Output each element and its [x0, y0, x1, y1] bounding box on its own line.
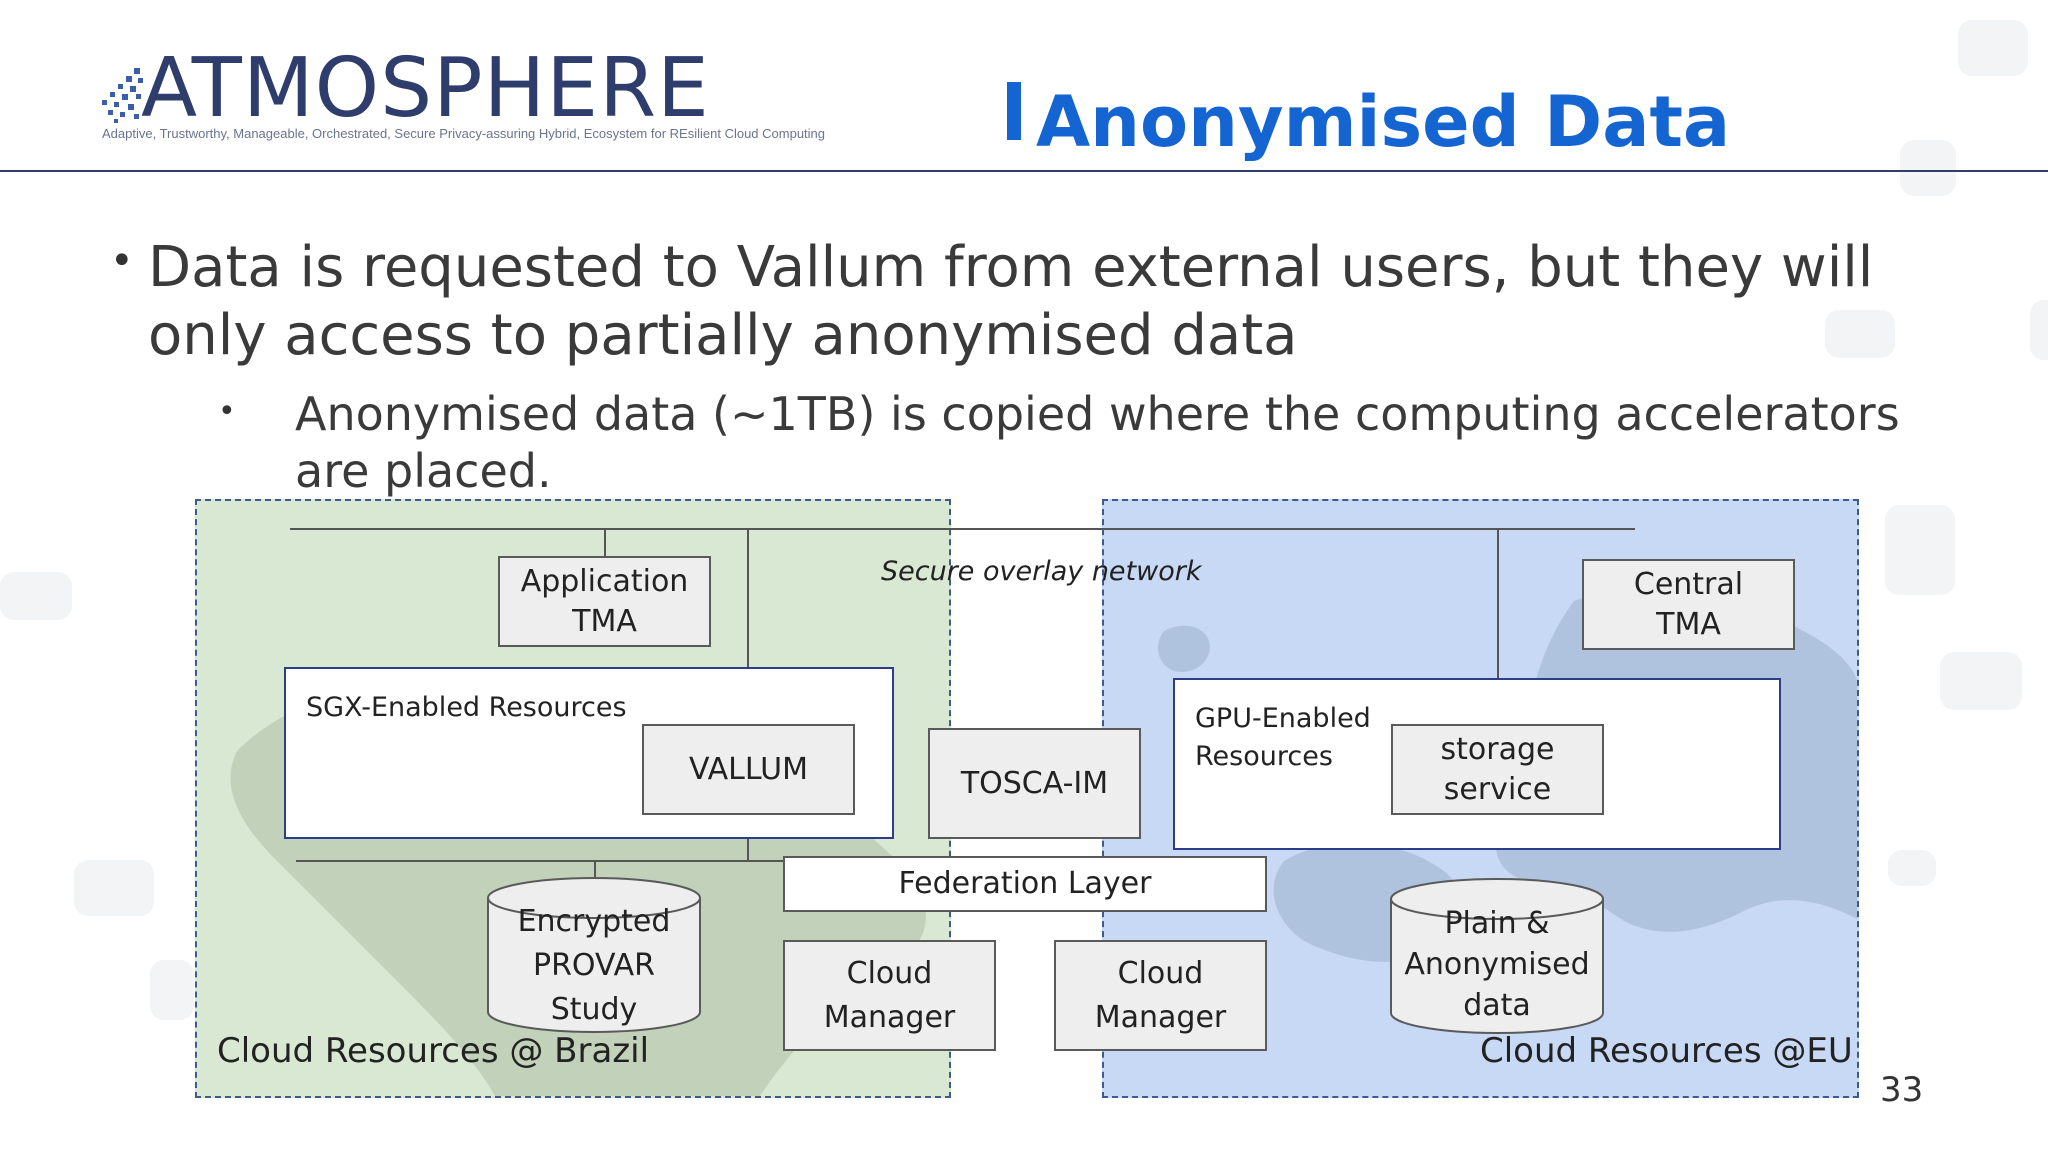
decorative-square: [1825, 310, 1895, 358]
vallum-box: VALLUM: [642, 724, 855, 815]
cloud-manager-left-box: Cloud Manager: [783, 940, 996, 1051]
eu-region-label: Cloud Resources @EU: [1480, 1031, 1853, 1071]
decorative-square: [0, 572, 72, 620]
decorative-square: [150, 960, 194, 1020]
connector-line: [296, 860, 796, 862]
central-tma-box: Central TMA: [1582, 559, 1795, 650]
overlay-network-line: [290, 528, 1635, 530]
decorative-square: [1888, 850, 1936, 886]
brazil-region-label: Cloud Resources @ Brazil: [217, 1031, 650, 1071]
decorative-square: [74, 860, 154, 916]
overlay-network-label: Secure overlay network: [881, 556, 1202, 587]
bullet-level-1: Data is requested to Vallum from externa…: [148, 235, 1874, 368]
decorative-square: [1940, 652, 2022, 710]
encrypted-provar-study-label: Encrypted PROVAR Study: [517, 904, 671, 1027]
bullet-icon: •: [110, 238, 134, 284]
federation-layer-box: Federation Layer: [783, 856, 1267, 912]
logo-tagline: Adaptive, Trustworthy, Manageable, Orche…: [102, 126, 826, 141]
slide-title: Anonymised Data: [1036, 81, 1731, 163]
decorative-square: [1900, 140, 1956, 196]
header-divider: [0, 170, 2048, 172]
tosca-im-box: TOSCA-IM: [928, 728, 1141, 839]
connector-line: [594, 860, 596, 880]
bullet-level-2: Anonymised data (~1TB) is copied where t…: [295, 387, 1900, 498]
plain-anonymised-data-database-icon: [1390, 878, 1604, 1034]
decorative-square: [1885, 505, 1955, 595]
logo-text: ATMOSPHERE: [141, 41, 710, 136]
logo-dots-icon: [102, 68, 143, 123]
connector-line: [1497, 528, 1499, 723]
plain-anonymised-data-label: Plain & Anonymised data: [1404, 906, 1590, 1023]
cloud-manager-right-box: Cloud Manager: [1054, 940, 1267, 1051]
connector-line: [604, 528, 606, 556]
decorative-square: [1958, 20, 2028, 76]
bullet-icon: •: [218, 394, 236, 429]
encrypted-provar-study-database-icon: [487, 877, 701, 1033]
sgx-enabled-resources-label: SGX-Enabled Resources: [306, 692, 627, 723]
page-number: 33: [1880, 1070, 1924, 1110]
gpu-enabled-resources-label: GPU-Enabled Resources: [1195, 703, 1371, 772]
title-accent-bar: [1007, 82, 1021, 140]
storage-service-box: storage service: [1391, 724, 1604, 815]
application-tma-box: Application TMA: [498, 556, 711, 647]
decorative-square: [2030, 300, 2048, 360]
